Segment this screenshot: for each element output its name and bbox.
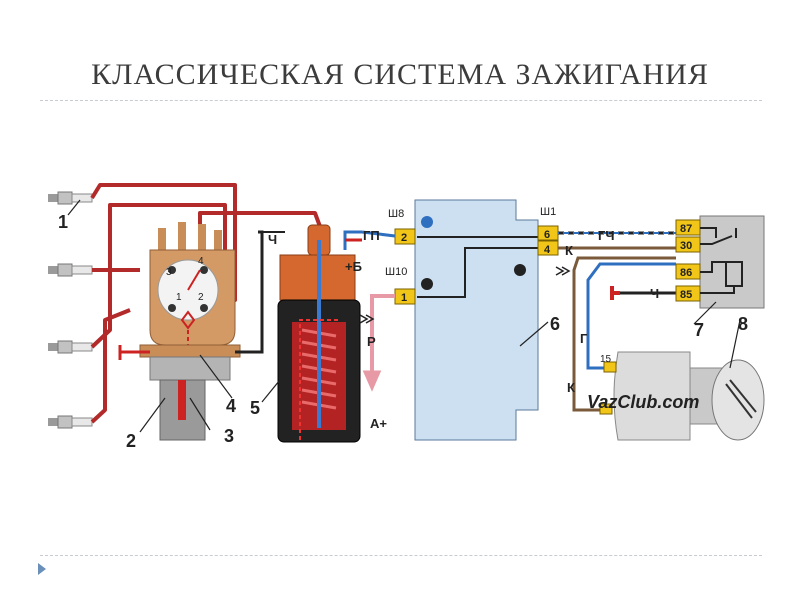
switch-unit — [394, 199, 559, 441]
callout-3: 3 — [224, 426, 234, 446]
callout-5: 5 — [250, 398, 260, 418]
connector-labels: Ш8 Ш10 Ш1 — [385, 206, 556, 278]
ignition-pin-15: 15 — [600, 354, 612, 365]
coil-labels: Ч +Б — [268, 232, 362, 274]
wire-label-k-bottom: К — [567, 380, 575, 395]
pin-4: 4 — [544, 244, 551, 256]
callout-1: 1 — [58, 212, 68, 232]
ignition-switch — [599, 351, 765, 441]
wire-label-gch: ГЧ — [598, 228, 615, 243]
terminal-mark-2: 2 — [198, 292, 204, 303]
wire-label-k-top: К — [565, 243, 573, 258]
terminal-mark-4: 4 — [198, 256, 204, 267]
callout-2: 2 — [126, 431, 136, 451]
bottom-divider — [40, 555, 762, 556]
watermark-logo: VazClub.com — [587, 392, 699, 412]
wire-label-g: Г — [580, 331, 588, 346]
spark-plug-2 — [48, 263, 93, 277]
distributor — [118, 222, 258, 441]
switch-wires — [361, 230, 676, 412]
connector-sh10: Ш10 — [385, 266, 407, 278]
callout-numbers: 1 2 3 4 5 6 7 8 — [58, 212, 748, 451]
pin-6: 6 — [544, 229, 550, 241]
wire-labels: ГП ГЧ К Ч Г К Р А+ — [363, 228, 659, 431]
relay-pin-86: 86 — [680, 267, 692, 279]
wire-label-gp: ГП — [363, 228, 380, 243]
terminal-mark-1: 1 — [176, 292, 182, 303]
spark-plug-4 — [48, 415, 93, 429]
spark-plug-3 — [48, 340, 93, 354]
terminal-label-plus-b: +Б — [345, 259, 362, 274]
spark-plug-1 — [48, 191, 93, 205]
relay-pin-85: 85 — [680, 289, 692, 301]
callout-7: 7 — [694, 320, 704, 340]
pin-1: 1 — [401, 292, 407, 304]
callout-lines — [67, 199, 741, 433]
nav-arrow-icon[interactable] — [38, 563, 46, 575]
relay-pin-labels: 87 30 86 85 — [680, 223, 692, 301]
distributor-terminal-marks: 3 4 1 2 — [166, 256, 204, 303]
connector-symbols — [359, 266, 571, 324]
wire-label-ch-coil: Ч — [268, 232, 277, 247]
terminal-mark-3: 3 — [166, 267, 172, 278]
ignition-coil — [258, 224, 362, 443]
wire-label-ch-relay: Ч — [650, 286, 659, 301]
wire-label-a-plus: А+ — [370, 416, 387, 431]
relay-pin-87: 87 — [680, 223, 692, 235]
relay-pin-30: 30 — [680, 240, 692, 252]
top-divider — [40, 100, 762, 101]
callout-8: 8 — [738, 314, 748, 334]
connector-sh1: Ш1 — [540, 206, 556, 218]
switch-pin-labels: 2 1 6 4 — [401, 229, 551, 304]
spark-plugs — [48, 191, 93, 429]
wire-label-p: Р — [367, 334, 376, 349]
callout-6: 6 — [550, 314, 560, 334]
connector-sh8: Ш8 — [388, 208, 404, 220]
relay — [675, 215, 765, 309]
callout-4: 4 — [226, 396, 236, 416]
pin-2: 2 — [401, 232, 407, 244]
page-title: КЛАССИЧЕСКАЯ СИСТЕМА ЗАЖИГАНИЯ — [91, 58, 709, 91]
